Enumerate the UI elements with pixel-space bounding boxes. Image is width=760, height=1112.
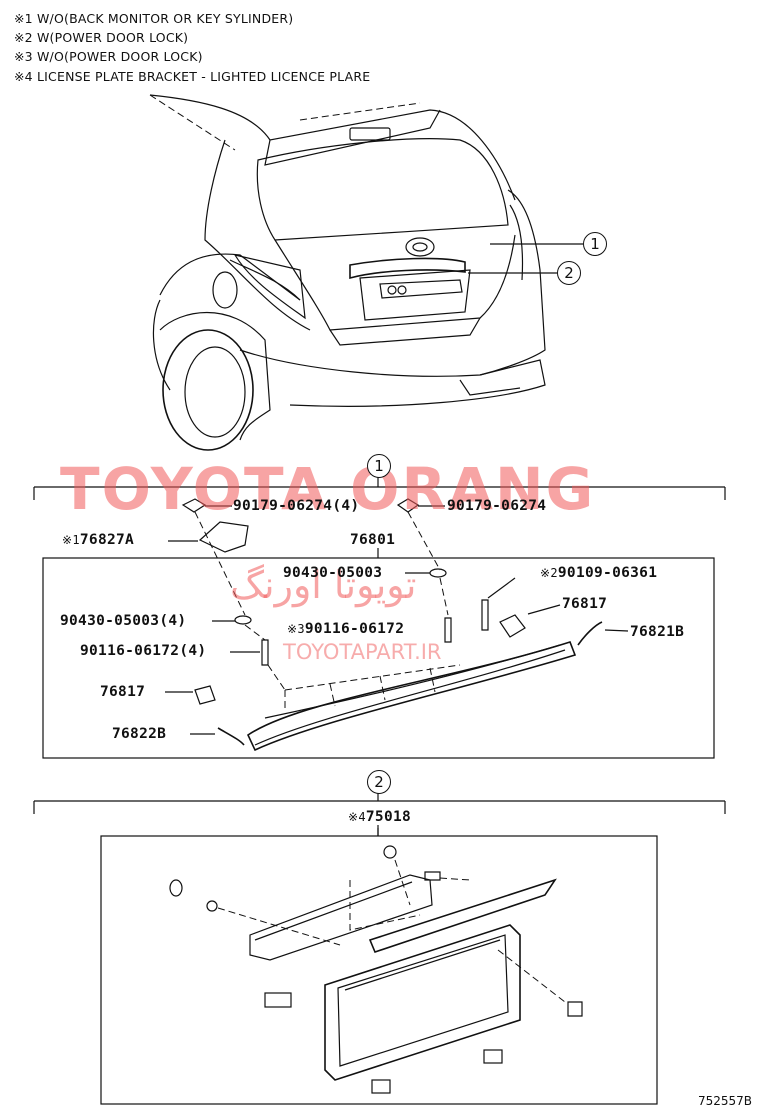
back-door-garnish: [246, 641, 577, 752]
end-cap-76821b: [577, 621, 603, 646]
part-label-90430: 90430-05003: [283, 565, 383, 581]
bracket-76827a: [198, 521, 249, 553]
part-label-76817-right: 76817: [562, 596, 608, 612]
reference-code: 752557B: [697, 1094, 752, 1108]
watermark-persian: تویوتا اورنگ: [230, 563, 417, 607]
screw-90109: [481, 599, 489, 631]
callout-2: 2: [557, 261, 581, 285]
watermark-brand: TOYOTA ORANG: [60, 455, 596, 523]
note-4: ※4 LICENSE PLATE BRACKET - LIGHTED LICEN…: [14, 69, 371, 84]
section-1-number: 1: [367, 454, 391, 478]
part-label-76801: 76801: [350, 532, 396, 548]
washer-90430-left: [234, 615, 252, 625]
clip-76817-right: [499, 614, 526, 638]
part-label-75018: ※475018: [348, 809, 412, 825]
part-label-90116-qty4: 90116-06172(4): [80, 643, 207, 659]
part-label-90430-qty4: 90430-05003(4): [60, 613, 187, 629]
end-cap-76822b: [217, 727, 245, 746]
clip-76817-left: [194, 685, 216, 705]
part-label-90179-qty4: 90179-06274(4): [233, 498, 360, 514]
license-plate-bracket: [169, 845, 583, 1094]
note-1: ※1 W/O(BACK MONITOR OR KEY SYLINDER): [14, 11, 294, 26]
part-label-90116-right: ※390116-06172: [287, 621, 405, 637]
section-2-frame: [33, 792, 726, 1105]
clip-shapes: [181, 498, 445, 513]
note-3: ※3 W/O(POWER DOOR LOCK): [14, 49, 203, 64]
screw-90116-left: [261, 639, 269, 666]
section-2-number: 2: [367, 770, 391, 794]
callout-1: 1: [583, 232, 607, 256]
part-label-76827a: ※176827A: [62, 532, 135, 548]
washer-90430-right: [429, 568, 447, 578]
screw-90116-right: [444, 617, 452, 643]
part-label-76821b: 76821B: [630, 624, 685, 640]
note-2: ※2 W(POWER DOOR LOCK): [14, 30, 189, 45]
part-label-76822b: 76822B: [112, 726, 167, 742]
watermark-url: TOYOTAPART.IR: [283, 640, 442, 664]
part-label-90179: 90179-06274: [447, 498, 547, 514]
section-1-frame: [33, 474, 726, 759]
part-label-76817-left: 76817: [100, 684, 146, 700]
part-label-90109: ※290109-06361: [540, 565, 658, 581]
car-rear-illustration: [149, 94, 583, 451]
